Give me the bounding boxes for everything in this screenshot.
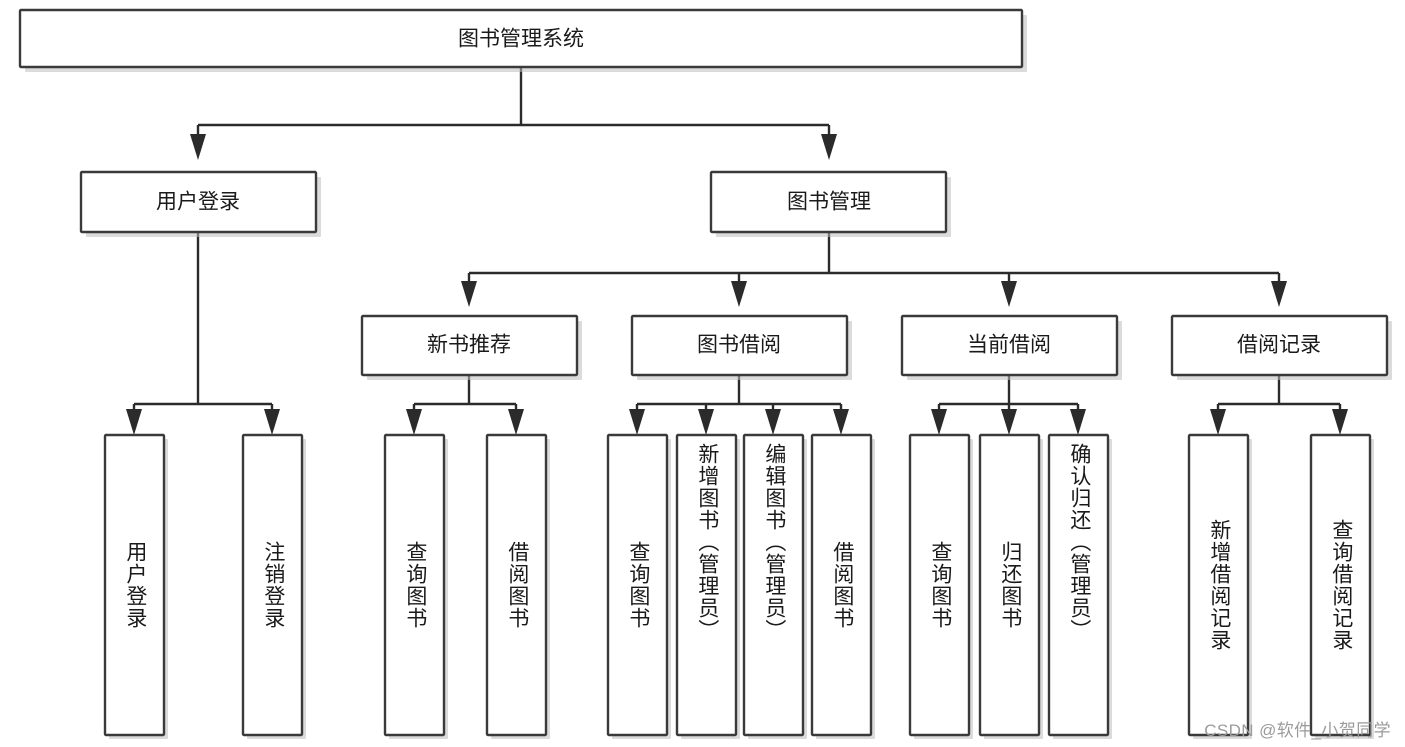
node-user-login-box[interactable]: [79, 170, 318, 234]
node-leaf-confirm-return[interactable]: [1047, 433, 1112, 739]
node-user-login-label: 用户登录: [156, 191, 240, 214]
node-leaf-logout-box[interactable]: [241, 433, 304, 737]
arrow-to-leaf-add-book: [698, 409, 714, 435]
arrow-to-new-book-rec: [461, 281, 477, 307]
node-book-borrow-label: 图书借阅: [697, 334, 781, 357]
node-leaf-add-record-box[interactable]: [1187, 433, 1250, 737]
node-current-borrow[interactable]: 当前借阅: [900, 314, 1122, 380]
node-leaf-confirm-return-box[interactable]: [1047, 433, 1110, 737]
node-leaf-logout[interactable]: [241, 433, 306, 739]
arrow-to-current-borrow: [1001, 281, 1017, 307]
node-leaf-edit-book[interactable]: [742, 433, 807, 739]
node-borrow-record-box[interactable]: [1170, 314, 1389, 377]
node-book-manage-label: 图书管理: [787, 191, 871, 214]
node-current-borrow-box[interactable]: [900, 314, 1119, 377]
leaf-boxes: [103, 433, 1374, 739]
node-leaf-return-book[interactable]: [978, 433, 1043, 739]
node-new-book-rec[interactable]: 新书推荐: [360, 314, 582, 380]
arrow-to-leaf-query-book-3: [931, 409, 947, 435]
node-book-manage[interactable]: 图书管理: [709, 170, 951, 237]
node-leaf-query-book-2[interactable]: [606, 433, 671, 739]
csdn-watermark: CSDN @软件_小贺同学: [1204, 721, 1391, 740]
connector-layer: [126, 67, 1348, 435]
node-layer: 图书管理系统 用户登录 图书管理 新书推荐: [18, 8, 1392, 739]
arrow-to-leaf-confirm-return: [1070, 409, 1086, 435]
arrow-to-leaf-query-record: [1332, 409, 1348, 435]
node-book-borrow-box[interactable]: [630, 314, 849, 377]
node-borrow-record-label: 借阅记录: [1237, 334, 1321, 357]
arrow-to-leaf-borrow-book-1: [508, 409, 524, 435]
node-leaf-borrow-book-1-box[interactable]: [485, 433, 548, 737]
arrow-root-to-book-manage: [821, 134, 837, 160]
node-leaf-return-book-box[interactable]: [978, 433, 1041, 737]
node-leaf-add-record[interactable]: [1187, 433, 1252, 739]
arrow-to-leaf-return-book: [1001, 409, 1017, 435]
node-root-box[interactable]: [18, 8, 1024, 69]
node-leaf-query-record[interactable]: [1309, 433, 1374, 739]
node-leaf-borrow-book-2[interactable]: [810, 433, 875, 739]
arrow-to-leaf-edit-book: [765, 409, 781, 435]
node-leaf-query-book-1-box[interactable]: [383, 433, 446, 737]
node-leaf-query-book-3-box[interactable]: [908, 433, 971, 737]
node-leaf-query-book-3[interactable]: [908, 433, 973, 739]
node-new-book-rec-box[interactable]: [360, 314, 579, 377]
node-leaf-borrow-book-1[interactable]: [485, 433, 550, 739]
node-leaf-add-book[interactable]: [675, 433, 740, 739]
node-book-manage-box[interactable]: [709, 170, 948, 234]
arrow-to-leaf-query-book-1: [406, 409, 422, 435]
arrow-to-borrow-record: [1271, 281, 1287, 307]
arrow-root-to-user-login: [190, 134, 206, 160]
node-user-login[interactable]: 用户登录: [79, 170, 321, 237]
node-leaf-borrow-book-2-box[interactable]: [810, 433, 873, 737]
node-leaf-user-login-box[interactable]: [103, 433, 166, 737]
node-new-book-rec-label: 新书推荐: [427, 334, 511, 357]
node-leaf-query-book-2-box[interactable]: [606, 433, 669, 737]
node-root-label: 图书管理系统: [458, 28, 584, 51]
node-book-borrow[interactable]: 图书借阅: [630, 314, 852, 380]
arrow-to-book-borrow: [731, 281, 747, 307]
arrow-to-leaf-borrow-book-2: [833, 409, 849, 435]
node-leaf-query-record-box[interactable]: [1309, 433, 1372, 737]
arrow-to-leaf-logout: [264, 409, 280, 435]
node-root[interactable]: 图书管理系统: [18, 8, 1027, 72]
arrow-to-leaf-user-login: [126, 409, 142, 435]
node-leaf-user-login[interactable]: [103, 433, 168, 739]
node-leaf-edit-book-box[interactable]: [742, 433, 805, 737]
node-leaf-add-book-box[interactable]: [675, 433, 738, 737]
arrow-to-leaf-add-record: [1210, 409, 1226, 435]
node-current-borrow-label: 当前借阅: [967, 334, 1051, 357]
node-borrow-record[interactable]: 借阅记录: [1170, 314, 1392, 380]
node-leaf-query-book-1[interactable]: [383, 433, 448, 739]
arrow-to-leaf-query-book-2: [629, 409, 645, 435]
